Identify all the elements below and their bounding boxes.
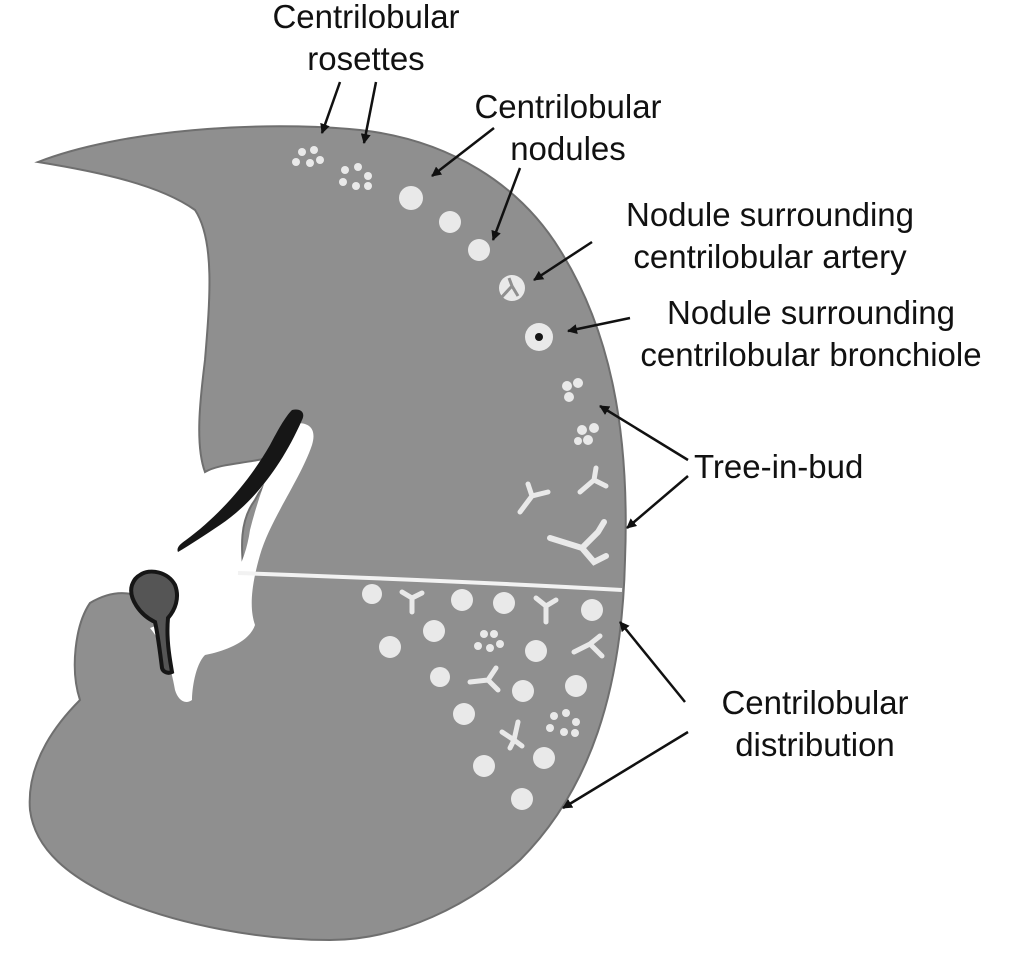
fissure-line [237, 571, 623, 592]
label-nodule-artery: Nodule surrounding centrilobular artery [625, 196, 915, 275]
tree-in-bud-cluster-1 [562, 378, 583, 402]
leader-arrows [320, 81, 689, 810]
arrow-nodules-1 [431, 127, 495, 177]
label-centrilobular-rosettes: Centrilobular rosettes [272, 0, 460, 77]
nodule [468, 239, 490, 261]
tree-in-bud-branch-2 [517, 481, 551, 515]
arrow-rosette-1 [320, 81, 342, 134]
nodule-bronchiole [525, 323, 553, 351]
rosette-1 [292, 146, 324, 167]
lower-branches [399, 589, 605, 751]
arrow-distribution-2 [562, 730, 689, 810]
bronchus [177, 409, 304, 552]
nodule [439, 211, 461, 233]
arrow-distribution-1 [619, 621, 686, 703]
pulmonary-artery [129, 569, 179, 675]
lung-outline [28, 125, 627, 942]
arrow-tree-1 [599, 404, 689, 462]
rosette-2 [339, 163, 372, 190]
nodule [399, 186, 423, 210]
tree-in-bud-cluster-2 [574, 423, 599, 445]
arrow-rosette-2 [360, 81, 378, 144]
tree-in-bud-branch-3 [547, 519, 609, 566]
arrow-bronchiole [567, 316, 631, 335]
lower-rosette-2 [546, 709, 580, 737]
arrow-nodules-2 [491, 167, 522, 241]
label-centrilobular-nodules: Centrilobular nodules [474, 88, 662, 167]
arrow-artery [533, 240, 593, 282]
tree-in-bud-branch-1 [577, 465, 609, 495]
label-nodule-bronchiole: Nodule surrounding centrilobular bronchi… [640, 294, 982, 373]
label-centrilobular-distribution: Centrilobular distribution [721, 684, 909, 763]
lower-rosette-1 [474, 630, 504, 652]
hilum-notch [150, 423, 314, 702]
label-tree-in-bud: Tree-in-bud [694, 448, 864, 485]
lower-nodules [362, 584, 603, 810]
nodule-artery [498, 275, 525, 301]
arrow-tree-2 [626, 475, 689, 529]
